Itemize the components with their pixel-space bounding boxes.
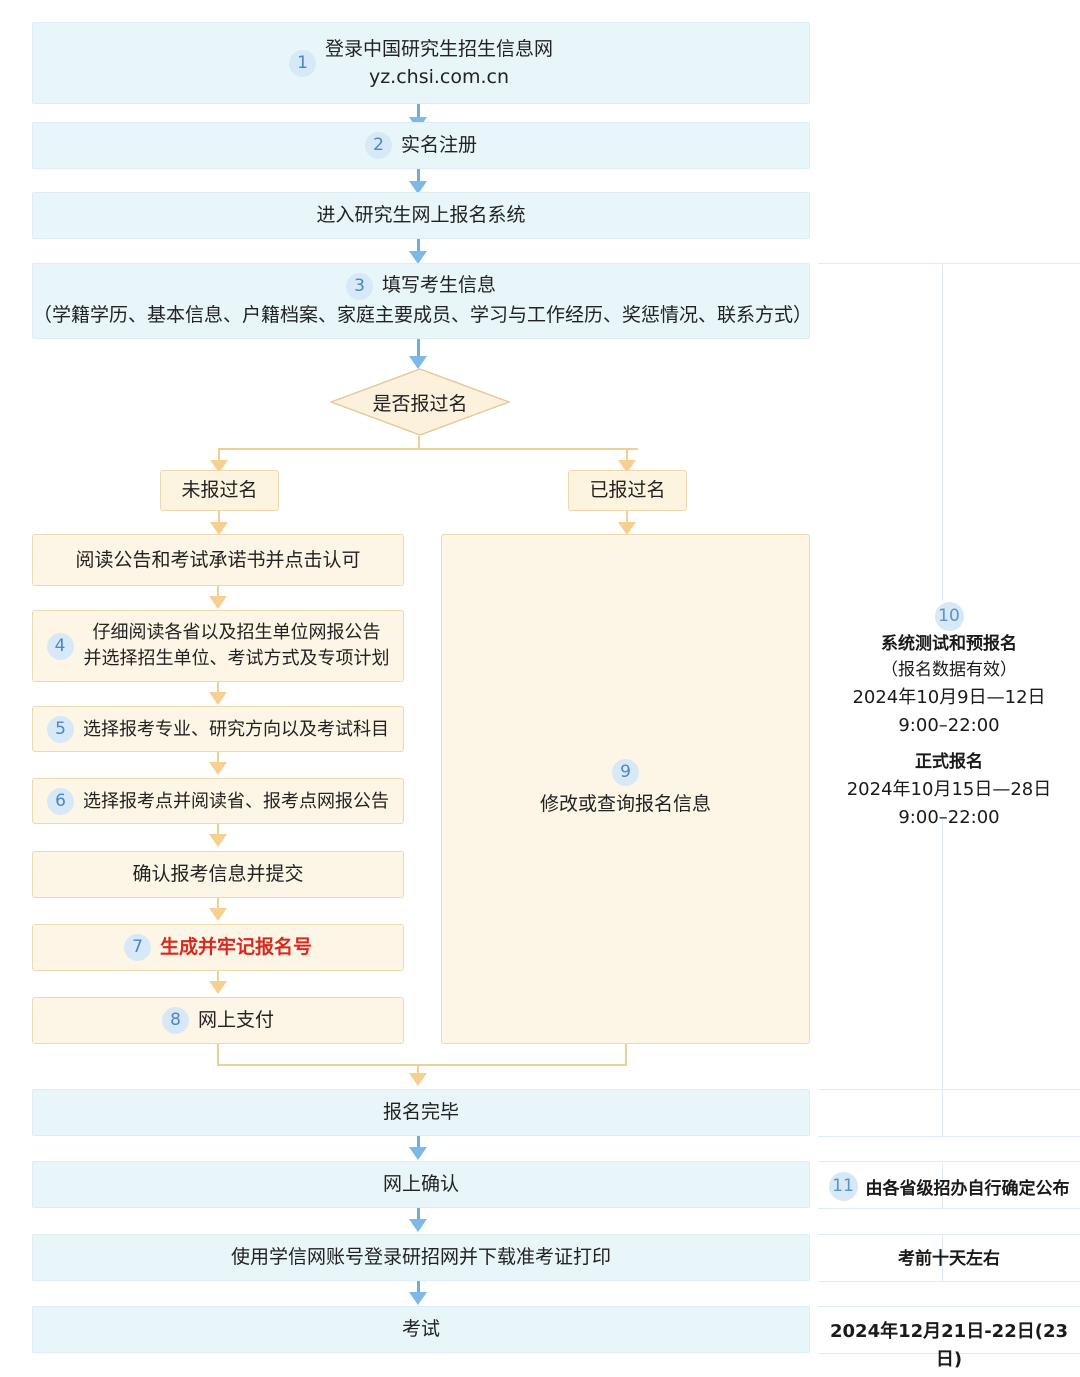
panel-divider <box>818 263 1080 264</box>
panel-vertical-line-top <box>942 263 943 600</box>
node-login[interactable]: 1 登录中国研究生招生信息网 yz.chsi.com.cn <box>32 22 810 104</box>
formal-time: 9:00–22:00 <box>898 806 1000 828</box>
node-generate-registration-number-label: 生成并牢记报名号 <box>159 936 312 959</box>
node-decision-registered-before[interactable]: 是否报过名 <box>330 368 510 436</box>
timeline-ticket-text: 考前十天左右 <box>898 1249 1000 1269</box>
node-branch-already-registered[interactable]: 已报过名 <box>568 470 687 511</box>
node-online-payment-label: 网上支付 <box>197 1009 274 1032</box>
step-badge-10: 10 <box>934 602 964 631</box>
pretest-date: 2024年10月9日—12日 <box>852 686 1046 708</box>
panel-divider <box>818 1136 1080 1137</box>
node-realname-register-label: 实名注册 <box>400 134 477 157</box>
node-exam[interactable]: 考试 <box>32 1306 810 1353</box>
panel-vertical-line-exam <box>942 1234 943 1281</box>
diamond-shape <box>330 368 510 436</box>
step-badge-9: 9 <box>611 759 639 787</box>
node-online-payment[interactable]: 8 网上支付 <box>32 997 404 1044</box>
formal-date: 2024年10月15日—28日 <box>846 778 1052 800</box>
node-read-notice[interactable]: 阅读公告和考试承诺书并点击认可 <box>32 534 404 586</box>
step-badge-3: 3 <box>345 272 373 300</box>
timeline-exam-date: 2024年12月21日-22日(23日) <box>830 1321 1068 1370</box>
timeline-panel: 10 系统测试和预报名 （报名数据有效） 2024年10月9日—12日 9:00… <box>818 0 1080 1377</box>
timeline-registration-block: 10 系统测试和预报名 （报名数据有效） 2024年10月9日—12日 9:00… <box>818 602 1080 832</box>
node-fill-candidate-info[interactable]: 3 填写考生信息 （学籍学历、基本信息、户籍档案、家庭主要成员、学习与工作经历、… <box>32 263 813 339</box>
step-badge-6: 6 <box>47 787 74 815</box>
node-signup-finished[interactable]: 报名完毕 <box>32 1089 810 1136</box>
node-signup-finished-label: 报名完毕 <box>382 1101 459 1124</box>
panel-vertical-line-mid <box>942 820 943 1090</box>
node-branch-not-registered-label: 未报过名 <box>181 479 258 502</box>
node-confirm-submit-label: 确认报考信息并提交 <box>132 863 304 886</box>
node-confirm-submit[interactable]: 确认报考信息并提交 <box>32 851 404 898</box>
timeline-confirm-text: 由各省级招办自行确定公布 <box>865 1179 1070 1199</box>
pretest-title: 系统测试和预报名 <box>881 634 1017 654</box>
node-download-admission-ticket-label: 使用学信网账号登录研招网并下载准考证打印 <box>230 1246 611 1269</box>
node-login-line2: yz.chsi.com.cn <box>368 66 510 88</box>
node-read-province-notice[interactable]: 4 仔细阅读各省以及招生单位网报公告 并选择招生单位、考试方式及专项计划 <box>32 610 404 682</box>
node-online-confirmation-label: 网上确认 <box>382 1173 459 1196</box>
node-enter-system[interactable]: 进入研究生网上报名系统 <box>32 192 810 239</box>
node-exam-label: 考试 <box>401 1318 440 1341</box>
node-read-notice-label: 阅读公告和考试承诺书并点击认可 <box>75 548 361 571</box>
step-badge-5: 5 <box>47 715 74 743</box>
node-fill-candidate-info-detail: （学籍学历、基本信息、户籍档案、家庭主要成员、学习与工作经历、奖惩情况、联系方式… <box>33 304 813 326</box>
node-fill-candidate-info-title: 填写考生信息 <box>381 274 496 297</box>
step-badge-11: 11 <box>828 1172 858 1201</box>
panel-divider <box>818 1161 1080 1162</box>
node-branch-not-registered[interactable]: 未报过名 <box>160 470 279 511</box>
node-generate-registration-number[interactable]: 7 生成并牢记报名号 <box>32 924 404 971</box>
panel-divider <box>818 1234 1080 1235</box>
panel-vertical-line-ticket <box>942 1161 943 1208</box>
node-branch-already-registered-label: 已报过名 <box>589 479 666 502</box>
node-modify-or-query[interactable]: 9 修改或查询报名信息 <box>441 534 810 1044</box>
step-badge-8: 8 <box>161 1007 189 1034</box>
step-badge-1: 1 <box>288 49 316 77</box>
timeline-confirm-row: 11 由各省级招办自行确定公布 <box>818 1172 1080 1201</box>
step-badge-4: 4 <box>46 632 74 660</box>
node-read-province-notice-line1: 仔细阅读各省以及招生单位网报公告 <box>92 621 381 643</box>
node-modify-or-query-label: 修改或查询报名信息 <box>539 793 711 816</box>
panel-divider <box>818 1353 1080 1354</box>
panel-divider <box>818 1281 1080 1282</box>
node-download-admission-ticket[interactable]: 使用学信网账号登录研招网并下载准考证打印 <box>32 1234 810 1281</box>
node-login-line1: 登录中国研究生招生信息网 <box>324 37 553 60</box>
node-read-province-notice-line2: 并选择招生单位、考试方式及专项计划 <box>83 648 390 669</box>
step-badge-2: 2 <box>364 132 392 159</box>
node-select-exam-site[interactable]: 6 选择报考点并阅读省、报考点网报公告 <box>32 778 404 824</box>
node-realname-register[interactable]: 2 实名注册 <box>32 122 810 169</box>
step-badge-7: 7 <box>123 934 151 961</box>
panel-divider <box>818 1089 1080 1090</box>
pretest-note: （报名数据有效） <box>881 660 1017 681</box>
node-enter-system-label: 进入研究生网上报名系统 <box>316 204 526 227</box>
panel-vertical-line-lower <box>942 1089 943 1136</box>
decision-label: 是否报过名 <box>372 392 468 415</box>
pretest-time: 9:00–22:00 <box>898 714 1000 736</box>
node-select-major[interactable]: 5 选择报考专业、研究方向以及考试科目 <box>32 706 404 752</box>
panel-divider <box>818 1306 1080 1307</box>
node-select-major-label: 选择报考专业、研究方向以及考试科目 <box>83 718 389 740</box>
panel-divider <box>818 1208 1080 1209</box>
node-select-exam-site-label: 选择报考点并阅读省、报考点网报公告 <box>83 790 389 812</box>
formal-title: 正式报名 <box>915 752 983 773</box>
node-online-confirmation[interactable]: 网上确认 <box>32 1161 810 1208</box>
